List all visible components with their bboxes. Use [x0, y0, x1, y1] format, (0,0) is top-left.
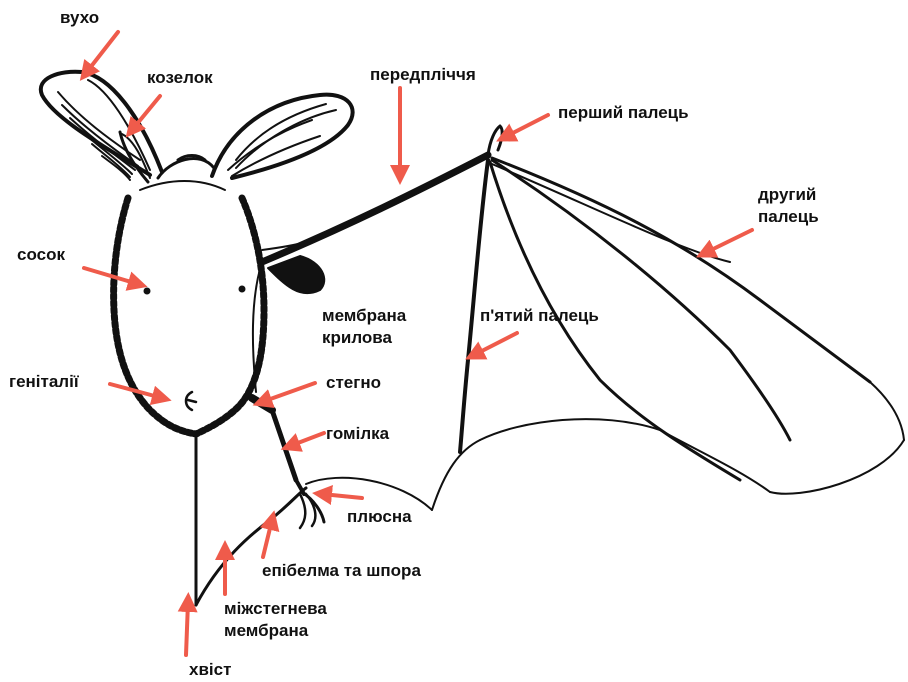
label-ear: вухо — [60, 7, 99, 28]
epiblema-arrow — [263, 520, 272, 557]
ear-arrow — [86, 32, 118, 73]
metatarsus-arrow — [322, 494, 362, 498]
nipple-arrow — [84, 268, 138, 284]
label-first-finger: перший палець — [558, 102, 689, 123]
label-metatarsus: плюсна — [347, 506, 412, 527]
label-shin: гомілка — [326, 423, 389, 444]
label-nipple: сосок — [17, 244, 65, 265]
second-finger-arrow — [705, 230, 752, 253]
label-tragus: козелок — [147, 67, 213, 88]
label-interfemoral-line2: мембрана — [224, 620, 308, 641]
label-genitals: геніталії — [9, 371, 79, 392]
label-second-finger-line1: другий — [758, 184, 816, 205]
fifth-finger-arrow — [474, 333, 517, 355]
label-tail: хвіст — [189, 659, 231, 680]
tail-arrow — [186, 602, 188, 655]
genitals-arrow — [110, 384, 162, 398]
label-forearm: передпліччя — [370, 64, 476, 85]
label-fifth-finger: п'ятий палець — [480, 305, 599, 326]
first-finger-arrow — [505, 115, 548, 137]
label-interfemoral-line1: міжстегнева — [224, 598, 327, 619]
label-wing-membrane-line2: крилова — [322, 327, 392, 348]
label-epiblema: епібелма та шпора — [262, 560, 421, 581]
shin-arrow — [290, 433, 324, 446]
label-second-finger-line2: палець — [758, 206, 819, 227]
thigh-arrow — [262, 383, 315, 402]
tragus-arrow — [132, 96, 160, 130]
label-thigh: стегно — [326, 372, 381, 393]
label-wing-membrane-line1: мембрана — [322, 305, 406, 326]
